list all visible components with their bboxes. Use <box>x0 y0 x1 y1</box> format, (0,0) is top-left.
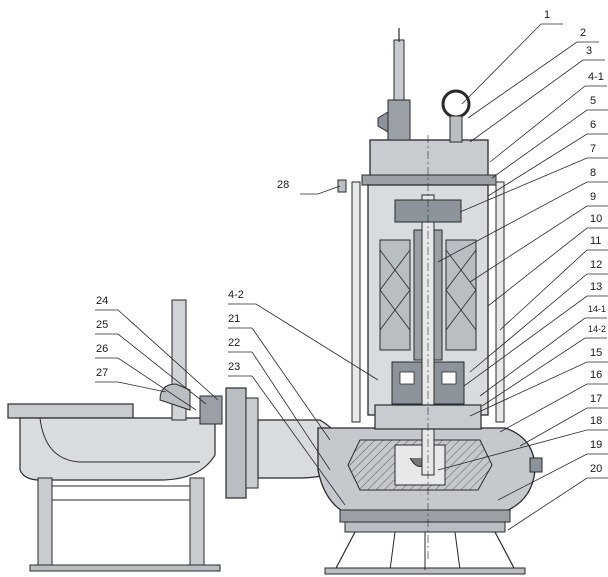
callout-label: 4-2 <box>228 289 244 301</box>
callout-label: 14-2 <box>588 324 606 334</box>
leader-line <box>95 357 197 411</box>
cable-entry <box>377 28 411 141</box>
float-switch <box>337 179 347 193</box>
leader-line <box>469 273 608 373</box>
leader-line <box>519 407 608 447</box>
leader-line <box>228 351 331 471</box>
leader-line <box>469 361 608 417</box>
leader-line <box>437 181 608 263</box>
leader-line <box>487 133 608 197</box>
callout-label: 13 <box>590 281 602 293</box>
leader-line <box>469 59 605 143</box>
callouts-left: 28 24 25 26 27 4-2 21 22 23 <box>95 179 379 506</box>
callout-label: 18 <box>590 415 602 427</box>
callout-label: 12 <box>590 259 602 271</box>
callout-label: 2 <box>580 27 586 39</box>
leader-line <box>469 205 608 283</box>
callout-label: 15 <box>590 347 602 359</box>
leader-line <box>95 333 207 405</box>
callout-label: 3 <box>586 45 592 57</box>
callout-label: 17 <box>590 393 602 405</box>
leader-line <box>497 453 608 501</box>
leader-line <box>228 303 379 381</box>
motor-housing <box>351 135 505 560</box>
callout-label: 26 <box>96 343 108 355</box>
callout-label: 1 <box>544 9 550 21</box>
leader-line <box>95 381 167 393</box>
callout-label: 14-1 <box>588 304 606 314</box>
lifting-eye <box>441 89 471 143</box>
leader-line <box>95 309 219 401</box>
callout-label: 28 <box>277 179 289 191</box>
leader-line <box>491 109 608 179</box>
callout-label: 22 <box>228 337 240 349</box>
leader-line <box>499 383 608 433</box>
leader-line <box>499 249 608 331</box>
leader-line <box>463 295 608 387</box>
callout-label: 19 <box>590 439 602 451</box>
callout-label: 24 <box>96 295 108 307</box>
leader-line <box>228 327 331 441</box>
callout-label: 6 <box>590 119 596 131</box>
callout-label: 7 <box>590 143 596 155</box>
callout-label: 23 <box>228 361 240 373</box>
leader-line <box>228 375 346 506</box>
leader-line <box>437 429 608 471</box>
callout-label: 10 <box>590 213 602 225</box>
leader-line <box>459 157 608 213</box>
leader-line <box>507 477 608 531</box>
callout-label: 5 <box>590 95 596 107</box>
leader-line <box>481 337 607 407</box>
leader-line <box>489 85 607 163</box>
callout-label: 21 <box>228 313 240 325</box>
callout-label: 20 <box>590 463 602 475</box>
callout-label: 25 <box>96 319 108 331</box>
callout-label: 16 <box>590 369 602 381</box>
base-stand <box>324 521 526 575</box>
callout-label: 11 <box>590 235 601 247</box>
callout-label: 8 <box>590 167 596 179</box>
leader-line <box>467 41 599 119</box>
leader-line <box>479 317 607 397</box>
callout-label: 9 <box>590 191 596 203</box>
callout-label: 4-1 <box>588 71 604 83</box>
callout-label: 27 <box>96 367 108 379</box>
leader-line <box>461 23 563 105</box>
leader-line <box>487 227 608 307</box>
leader-line <box>300 185 341 195</box>
